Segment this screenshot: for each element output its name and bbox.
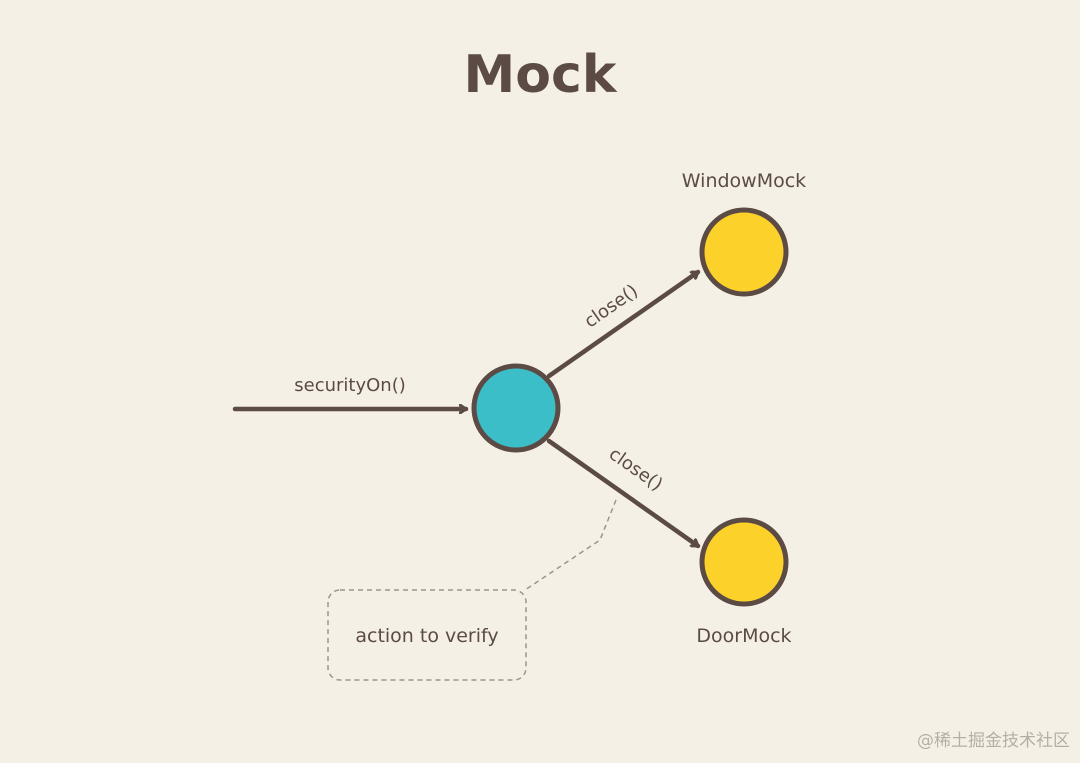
window-arrow: [546, 269, 701, 379]
door-mock-label: DoorMock: [696, 625, 791, 647]
window-mock-node: [699, 207, 789, 297]
callout-box: [327, 589, 527, 681]
window-mock-label: WindowMock: [682, 170, 806, 192]
incoming-arrow-label: securityOn(): [294, 375, 406, 396]
door-mock-node: [699, 517, 789, 607]
diagram-title: Mock: [464, 45, 618, 105]
security-node: [471, 363, 561, 453]
door-arrow: [546, 438, 701, 549]
window-arrow-label: close(): [581, 280, 643, 332]
callout-text: action to verify: [355, 625, 498, 647]
callout-connector: [524, 499, 617, 591]
watermark: @稀土掘金技术社区: [917, 731, 1070, 751]
